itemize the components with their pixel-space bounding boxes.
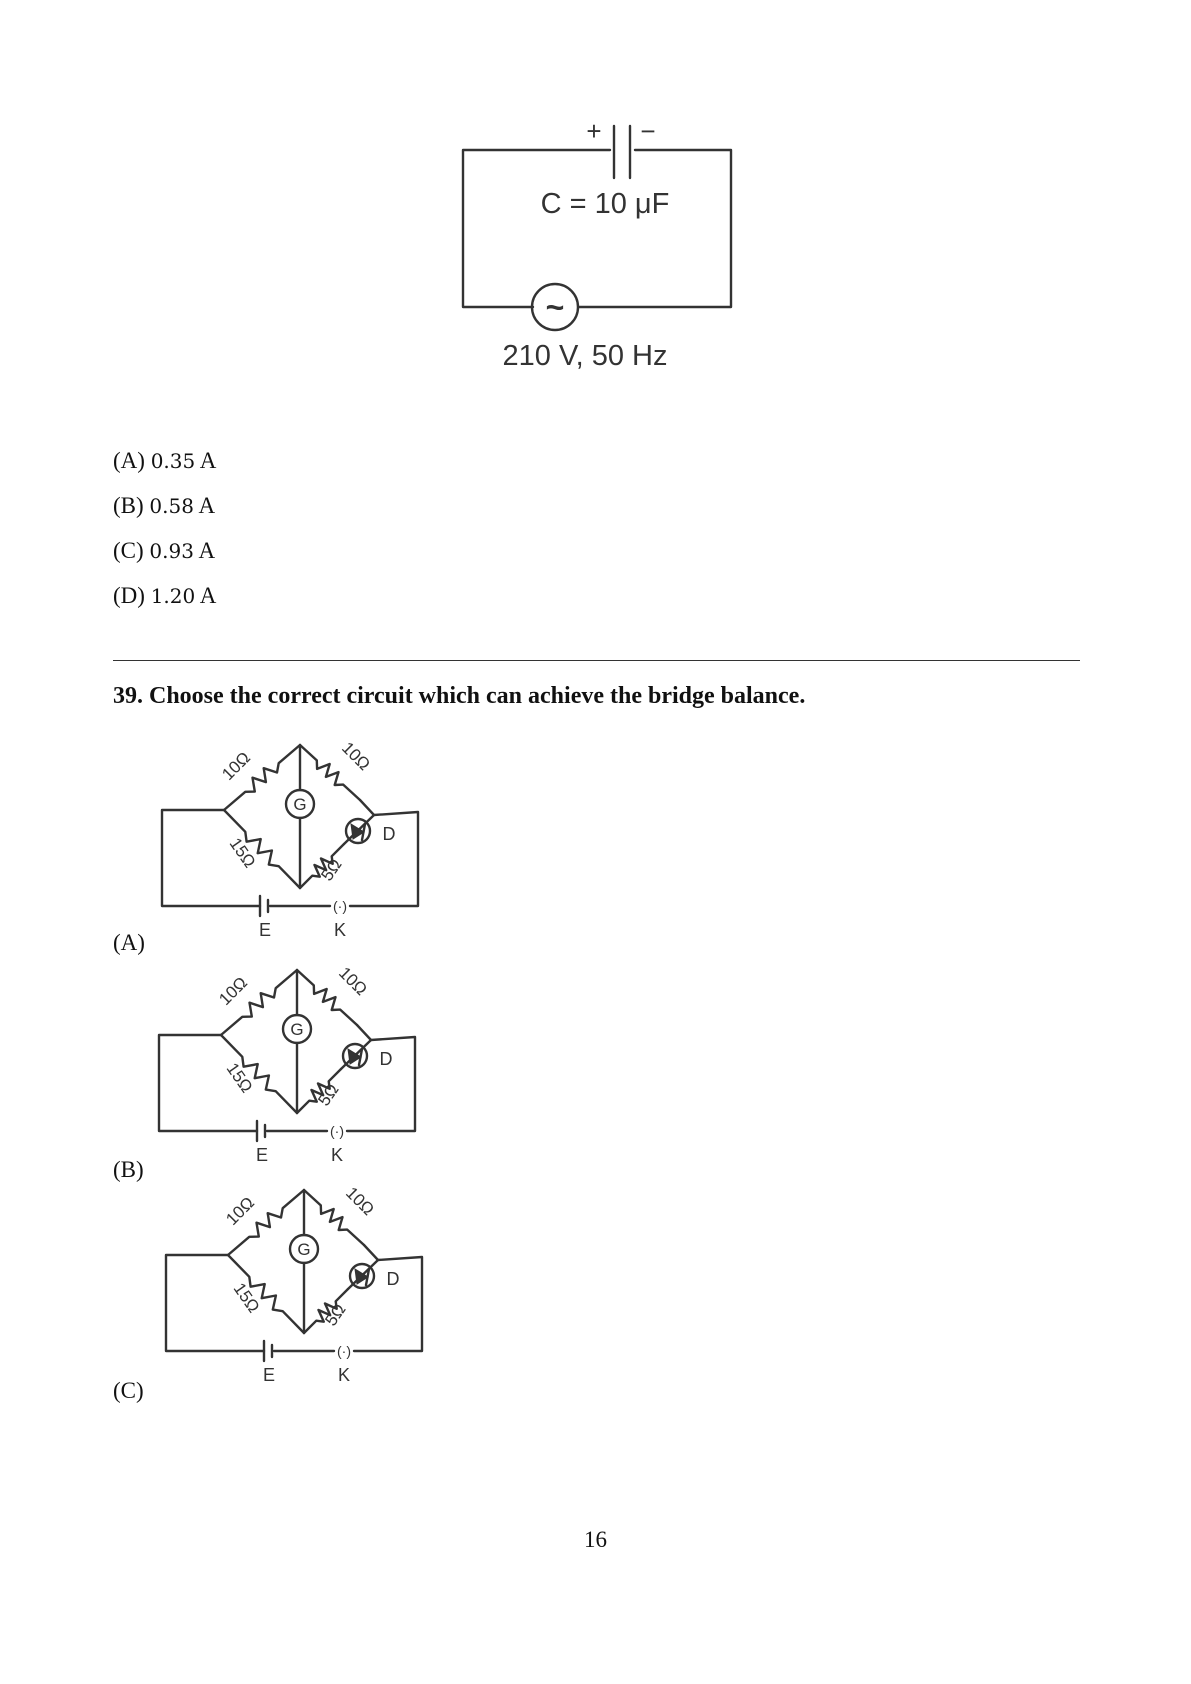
battery-icon: [258, 894, 270, 918]
option-unit: A: [198, 493, 216, 518]
option-letter: (D): [113, 583, 145, 608]
label-galvanometer: G: [297, 1240, 310, 1259]
key-icon: (·): [333, 898, 347, 914]
capacitor-minus-sign: −: [640, 116, 655, 146]
option-unit: A: [199, 448, 217, 473]
rc-circuit-diagram: + − C = 10 μF ~ 210 V, 50 Hz: [461, 116, 733, 372]
resistor-top-right-icon: [298, 743, 362, 802]
question-text: Choose the correct circuit which can ach…: [149, 683, 806, 709]
capacitor-label: C = 10 μF: [541, 188, 670, 220]
label-battery: E: [256, 1145, 268, 1165]
label-galvanometer: G: [290, 1020, 303, 1039]
resistor-bottom-right-icon: [298, 842, 346, 890]
resistor-bottom-left-icon: [222, 808, 302, 890]
galvanometer-icon: [284, 788, 316, 820]
ac-source-tilde: ~: [546, 289, 565, 325]
label-battery: E: [259, 920, 271, 940]
ac-source-icon: [530, 282, 580, 332]
diode-icon: [348, 1262, 376, 1290]
label-diode: D: [387, 1269, 400, 1289]
option-value: 0.35: [150, 449, 196, 473]
label-r-top-left: 10Ω: [222, 1193, 258, 1229]
label-r-top-left: 10Ω: [218, 748, 254, 784]
label-battery: E: [263, 1365, 275, 1385]
page-number: 16: [584, 1527, 607, 1552]
resistor-top-right-icon: [295, 968, 359, 1027]
key-icon: (·): [337, 1343, 351, 1359]
label-diode: D: [380, 1049, 393, 1069]
option-d[interactable]: (D) 1.20 A: [113, 582, 216, 610]
option-letter: (A): [113, 448, 145, 473]
label-key: K: [331, 1145, 343, 1165]
label-r-top-right: 10Ω: [338, 738, 374, 774]
question-number: 39.: [113, 683, 143, 709]
option-unit: A: [198, 538, 216, 563]
option-value: 0.93: [149, 539, 194, 563]
section-divider: [113, 660, 1080, 661]
label-key: K: [338, 1365, 350, 1385]
resistor-bottom-left-icon: [219, 1033, 299, 1115]
source-label: 210 V, 50 Hz: [503, 340, 668, 372]
capacitor-plus-sign: +: [586, 116, 601, 146]
circuit-option-c-label[interactable]: (C): [113, 1378, 144, 1403]
battery-icon: [255, 1119, 267, 1143]
label-diode: D: [383, 824, 396, 844]
resistor-top-left-icon: [222, 743, 302, 812]
label-r-top-left: 10Ω: [215, 973, 251, 1009]
label-r-top-right: 10Ω: [342, 1183, 378, 1219]
resistor-bottom-right-icon: [295, 1067, 343, 1115]
battery-icon: [262, 1339, 274, 1363]
option-value: 1.20: [150, 584, 196, 608]
circuit-option-b-label[interactable]: (B): [113, 1157, 144, 1182]
option-letter: (B): [113, 493, 144, 518]
label-galvanometer: G: [293, 795, 306, 814]
galvanometer-icon: [281, 1013, 313, 1045]
resistor-bottom-right-icon: [302, 1287, 350, 1335]
circuit-option-a-label[interactable]: (A): [113, 930, 145, 955]
option-a[interactable]: (A) 0.35 A: [113, 447, 216, 475]
key-icon: (·): [330, 1123, 344, 1139]
option-unit: A: [199, 583, 217, 608]
option-c[interactable]: (C) 0.93 A: [113, 537, 215, 565]
diode-icon: [344, 817, 372, 845]
diode-icon: [341, 1042, 369, 1070]
resistor-top-left-icon: [226, 1188, 306, 1257]
label-key: K: [334, 920, 346, 940]
option-value: 0.58: [149, 494, 194, 518]
question-heading: 39. Choose the correct circuit which can…: [113, 683, 805, 710]
resistor-top-right-icon: [302, 1188, 366, 1247]
option-b[interactable]: (B) 0.58 A: [113, 492, 215, 520]
resistor-top-left-icon: [219, 968, 299, 1037]
resistor-bottom-left-icon: [226, 1253, 306, 1335]
label-r-top-right: 10Ω: [335, 963, 371, 999]
option-letter: (C): [113, 538, 144, 563]
galvanometer-icon: [288, 1233, 320, 1265]
